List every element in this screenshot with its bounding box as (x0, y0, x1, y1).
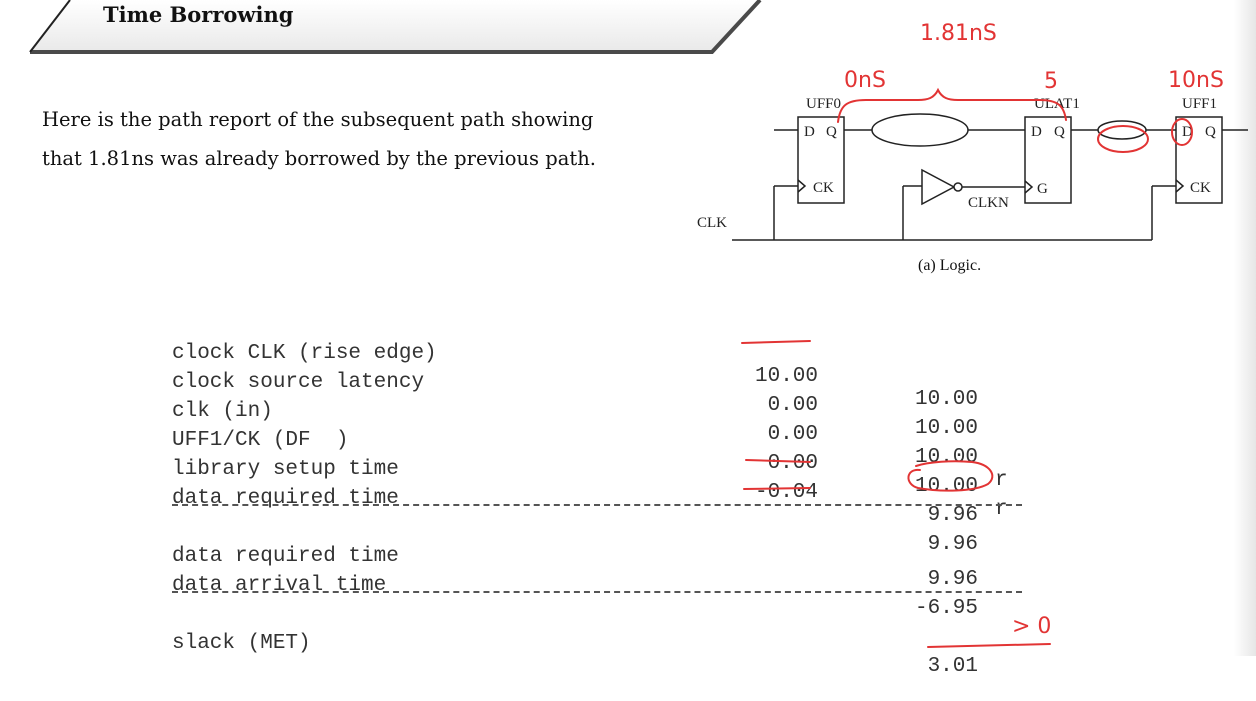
uff0-box (797, 116, 845, 204)
uff1-box (1175, 116, 1223, 204)
report-row: data required time 9.96 (0, 464, 1256, 556)
intro-line-1: Here is the path report of the subsequen… (42, 108, 594, 131)
row-label: clk (in) (172, 400, 273, 423)
report-row: UFF1/CK (DF ) 0.00 10.00 r (0, 406, 1256, 521)
row-label: UFF1/CK (DF ) (172, 429, 349, 452)
report-row: clk (in) 0.00 10.00 r (0, 377, 1256, 492)
uff0-d-pin: D (804, 124, 815, 140)
row-label: clock CLK (rise edge) (172, 342, 437, 365)
row-flag: r (995, 498, 1008, 521)
uff0-label: UFF0 (806, 96, 841, 112)
separator (172, 591, 1022, 593)
uff1-d-pin: D (1182, 124, 1193, 140)
clk-label: CLK (697, 215, 727, 231)
row-incr: -0.04 (754, 481, 818, 504)
annotation-borrowed: 1.81nS (920, 21, 997, 46)
row-path: 10.00 (914, 388, 978, 411)
header-banner (29, 0, 762, 54)
combo-logic-2 (1097, 120, 1147, 140)
report-row: clock CLK (rise edge) 10.00 10.00 (0, 319, 1256, 411)
inverter (921, 168, 956, 206)
row-incr: 0.00 (767, 423, 818, 446)
report-row: clock source latency 0.00 10.00 (0, 348, 1256, 440)
page-title: Time Borrowing (103, 2, 294, 27)
row-path: 9.96 (927, 533, 978, 556)
page-edge-shadow (1234, 0, 1256, 656)
separator (172, 504, 1022, 506)
report-row: library setup time -0.04 9.96 (0, 435, 1256, 527)
summary-row: data required time 9.96 (0, 522, 1256, 591)
uff1-ck-pin: CK (1190, 180, 1211, 196)
figure-caption: (a) Logic. (918, 257, 982, 274)
slack-value: 3.01 (927, 655, 978, 678)
ulat1-g-pin: G (1037, 181, 1048, 197)
ulat1-d-pin: D (1031, 124, 1042, 140)
row-label: clock source latency (172, 371, 425, 394)
row-path: 9.96 (927, 568, 978, 591)
uff0-ck-pin: CK (813, 180, 834, 196)
summary-row: data arrival time -6.95 (0, 551, 1256, 620)
row-incr: 0.00 (767, 452, 818, 475)
combo-logic-1 (871, 113, 969, 147)
logic-diagram: UFF0 ULAT1 UFF1 D Q D Q D Q CK G CK CLK … (697, 96, 1248, 241)
row-path: 9.96 (927, 504, 978, 527)
row-flag: r (995, 469, 1008, 492)
row-label: library setup time (172, 458, 399, 481)
slack-row: slack (MET) 3.01 (0, 609, 1256, 678)
intro-paragraph: Here is the path report of the subsequen… (42, 100, 722, 178)
slack-label: slack (MET) (172, 632, 311, 655)
row-incr: 0.00 (767, 394, 818, 417)
row-label: data required time (172, 545, 399, 568)
uff1-label: UFF1 (1182, 96, 1217, 112)
row-path: -6.95 (914, 597, 978, 620)
row-label: data required time (172, 487, 399, 510)
intro-line-2: that 1.81ns was already borrowed by the … (42, 147, 596, 170)
row-label: data arrival time (172, 574, 387, 597)
clkn-label: CLKN (968, 195, 1009, 211)
uff1-q-pin: Q (1205, 124, 1216, 140)
annotation-underline-4 (927, 643, 1051, 648)
uff0-q-pin: Q (826, 124, 837, 140)
row-incr: 10.00 (754, 365, 818, 388)
ulat1-q-pin: Q (1054, 124, 1065, 140)
row-path: 10.00 (914, 417, 978, 440)
ulat1-label: ULAT1 (1034, 96, 1080, 112)
